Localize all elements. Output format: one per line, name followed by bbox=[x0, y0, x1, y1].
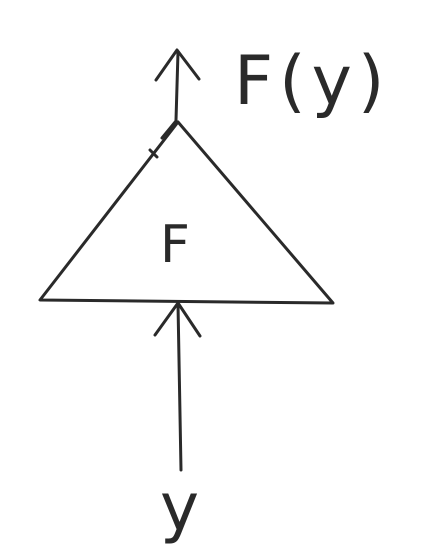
function-node: F bbox=[38, 119, 335, 305]
input-arrow-shaft bbox=[176, 302, 183, 472]
output-arrowhead bbox=[154, 48, 201, 82]
output-label: F(y) bbox=[234, 42, 390, 121]
input-label: y bbox=[160, 469, 199, 546]
triangle-apex-mark bbox=[148, 119, 178, 159]
input-arrow bbox=[153, 301, 202, 472]
function-node-label: F bbox=[160, 215, 190, 275]
function-triangle bbox=[38, 120, 335, 305]
output-arrow bbox=[154, 48, 201, 122]
input-arrowhead bbox=[153, 301, 202, 338]
output-arrow-shaft bbox=[174, 50, 180, 122]
